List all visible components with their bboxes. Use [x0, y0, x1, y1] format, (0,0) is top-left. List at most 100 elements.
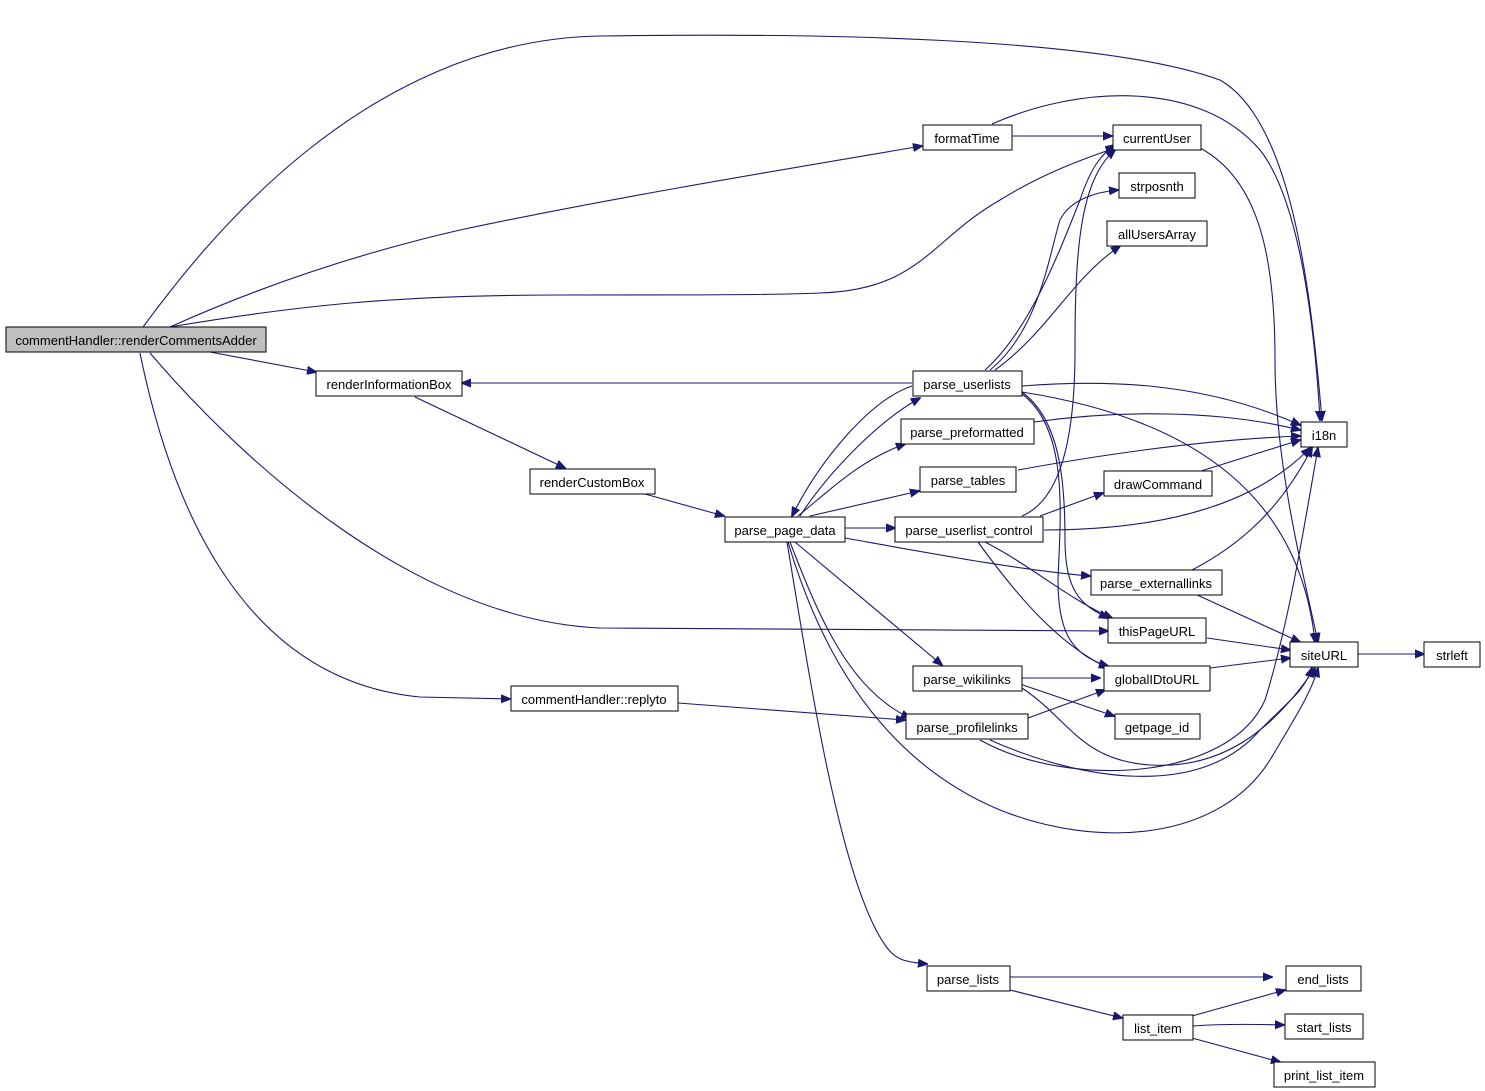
node-drawCommand[interactable]: drawCommand: [1103, 470, 1213, 497]
edge-renderCommentsAdder-renderInformationBox: [209, 351, 316, 372]
svg-text:parse_preformatted: parse_preformatted: [910, 425, 1023, 440]
node-parse_wikilinks[interactable]: parse_wikilinks: [912, 665, 1023, 692]
svg-text:parse_wikilinks: parse_wikilinks: [923, 672, 1011, 687]
edge-parse_userlist_control-drawCommand: [1039, 493, 1103, 517]
edge-parse_page_data-parse_preformatted: [797, 444, 905, 517]
svg-text:renderInformationBox: renderInformationBox: [326, 377, 452, 392]
edge-renderInformationBox-renderCustomBox: [414, 396, 565, 468]
edge-parse_page_data-parse_profilelinks: [789, 541, 910, 718]
edge-drawCommand-i18n: [1197, 440, 1300, 473]
node-siteURL[interactable]: siteURL: [1289, 641, 1359, 668]
edge-thisPageURL-siteURL: [1206, 637, 1290, 650]
node-formatTime[interactable]: formatTime: [922, 124, 1013, 151]
node-parse_page_data[interactable]: parse_page_data: [724, 516, 846, 543]
svg-text:currentUser: currentUser: [1123, 131, 1192, 146]
node-renderCommentsAdder[interactable]: commentHandler::renderCommentsAdder: [5, 326, 267, 353]
svg-text:drawCommand: drawCommand: [1114, 477, 1202, 492]
edge-parse_profilelinks-siteURL: [989, 668, 1312, 777]
edge-renderCommentsAdder-thisPageURL: [149, 352, 1108, 631]
edge-renderCommentsAdder-replyto: [139, 352, 510, 699]
edge-parse_profilelinks-i18n: [979, 448, 1318, 772]
edge-renderCommentsAdder-i18n: [142, 34, 1322, 420]
edge-parse_userlists-parse_page_data: [792, 385, 913, 516]
node-end_lists[interactable]: end_lists: [1285, 965, 1362, 992]
edge-parse_page_data-parse_tables: [809, 491, 919, 517]
svg-text:print_list_item: print_list_item: [1284, 1068, 1364, 1083]
svg-text:commentHandler::replyto: commentHandler::replyto: [521, 692, 666, 707]
svg-text:parse_lists: parse_lists: [937, 972, 1000, 987]
svg-text:parse_userlists: parse_userlists: [923, 377, 1011, 392]
node-thisPageURL[interactable]: thisPageURL: [1107, 617, 1207, 644]
edge-parse_tables-i18n: [1017, 436, 1300, 471]
edge-renderCustomBox-parse_page_data: [644, 493, 724, 516]
node-parse_userlists[interactable]: parse_userlists: [912, 370, 1023, 397]
edge-parse_userlists-thisPageURL: [1021, 391, 1108, 618]
svg-text:end_lists: end_lists: [1297, 972, 1349, 987]
edge-parse_userlists-siteURL: [1021, 391, 1315, 642]
svg-text:thisPageURL: thisPageURL: [1119, 624, 1196, 639]
edge-parse_profilelinks-globalIDtoURL: [1027, 690, 1105, 719]
node-renderCustomBox[interactable]: renderCustomBox: [529, 468, 656, 495]
node-parse_lists[interactable]: parse_lists: [926, 965, 1011, 992]
svg-text:renderCustomBox: renderCustomBox: [540, 475, 645, 490]
svg-text:strposnth: strposnth: [1130, 179, 1183, 194]
edge-parse_wikilinks-siteURL: [1021, 668, 1315, 766]
edge-parse_userlists-strposnth: [989, 190, 1118, 371]
edge-parse_page_data-parse_lists: [786, 541, 927, 964]
edge-parse_userlist_control-thisPageURL: [984, 541, 1112, 618]
edge-renderCommentsAdder-currentUser: [169, 148, 1115, 328]
node-list_item[interactable]: list_item: [1122, 1014, 1194, 1041]
edge-parse_lists-list_item: [1009, 989, 1122, 1018]
node-parse_tables[interactable]: parse_tables: [919, 466, 1017, 493]
edge-replyto-parse_profilelinks: [677, 702, 905, 720]
node-start_lists[interactable]: start_lists: [1284, 1013, 1364, 1040]
node-parse_externallinks[interactable]: parse_externallinks: [1090, 569, 1223, 596]
edge-parse_externallinks-siteURL: [1194, 593, 1300, 642]
svg-text:globalIDtoURL: globalIDtoURL: [1115, 672, 1200, 687]
edge-parse_page_data-parse_wikilinks: [794, 541, 942, 665]
node-globalIDtoURL[interactable]: globalIDtoURL: [1103, 665, 1211, 692]
edge-formatTime-i18n: [991, 95, 1320, 420]
edge-parse_page_data-parse_userlists: [799, 398, 920, 517]
edge-list_item-start_lists: [1192, 1024, 1284, 1026]
node-allUsersArray[interactable]: allUsersArray: [1106, 220, 1208, 247]
edge-parse_wikilinks-getpage_id: [1019, 683, 1114, 716]
edge-parse_userlist_control-currentUser: [1021, 150, 1115, 517]
svg-text:commentHandler::renderComments: commentHandler::renderCommentsAdder: [15, 333, 257, 348]
svg-text:strleft: strleft: [1436, 648, 1468, 663]
node-parse_profilelinks[interactable]: parse_profilelinks: [905, 713, 1029, 740]
edge-parse_page_data-siteURL: [787, 541, 1318, 834]
svg-text:parse_userlist_control: parse_userlist_control: [905, 523, 1032, 538]
node-getpage_id[interactable]: getpage_id: [1114, 713, 1201, 740]
edge-currentUser-siteURL: [1199, 147, 1318, 642]
edge-parse_userlists-currentUser: [984, 145, 1115, 371]
edge-parse_page_data-parse_externallinks: [844, 537, 1090, 576]
svg-text:list_item: list_item: [1134, 1021, 1182, 1036]
svg-text:parse_tables: parse_tables: [931, 473, 1006, 488]
edge-parse_userlist_control-globalIDtoURL: [977, 541, 1108, 668]
node-i18n[interactable]: i18n: [1300, 421, 1348, 448]
node-parse_userlist_control[interactable]: parse_userlist_control: [894, 516, 1044, 543]
node-parse_preformatted[interactable]: parse_preformatted: [900, 418, 1035, 445]
svg-text:siteURL: siteURL: [1301, 648, 1347, 663]
svg-text:parse_page_data: parse_page_data: [734, 523, 836, 538]
svg-text:allUsersArray: allUsersArray: [1118, 227, 1197, 242]
svg-text:formatTime: formatTime: [934, 131, 999, 146]
svg-text:getpage_id: getpage_id: [1125, 720, 1189, 735]
edge-parse_userlists-globalIDtoURL: [1021, 393, 1108, 666]
edge-renderCommentsAdder-formatTime: [169, 146, 922, 328]
node-strposnth[interactable]: strposnth: [1118, 172, 1196, 199]
svg-text:start_lists: start_lists: [1297, 1020, 1352, 1035]
node-currentUser[interactable]: currentUser: [1112, 124, 1202, 151]
node-print_list_item[interactable]: print_list_item: [1273, 1061, 1376, 1088]
edge-parse_externallinks-i18n: [1191, 448, 1312, 571]
node-strleft[interactable]: strleft: [1423, 641, 1481, 668]
edge-parse_userlists-allUsersArray: [994, 246, 1120, 371]
edge-parse_userlist_control-i18n: [1043, 448, 1310, 531]
node-replyto[interactable]: commentHandler::replyto: [510, 685, 679, 712]
edge-list_item-end_lists: [1191, 990, 1285, 1017]
edge-list_item-print_list_item: [1191, 1037, 1280, 1062]
node-renderInformationBox[interactable]: renderInformationBox: [315, 370, 463, 397]
